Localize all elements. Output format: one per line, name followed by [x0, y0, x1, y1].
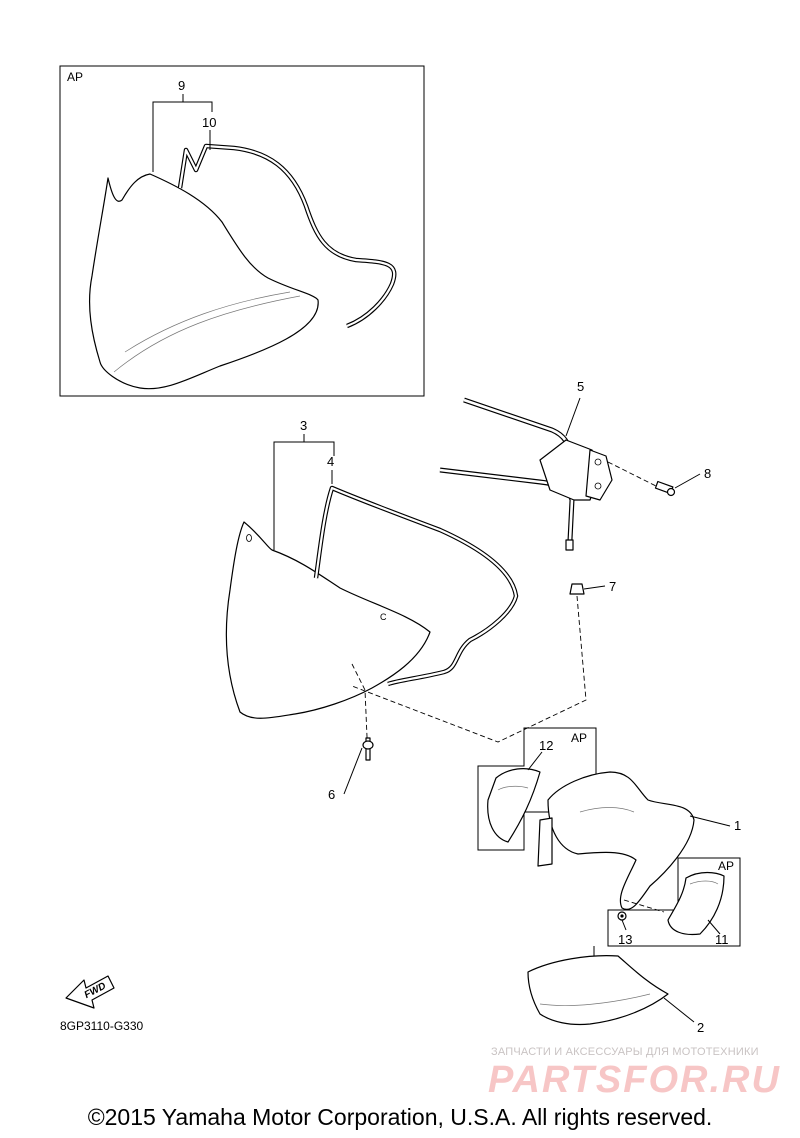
- cover-kit-box: AP 12: [477, 727, 597, 851]
- grommet-7: [569, 583, 585, 595]
- fwd-arrow: FWD: [65, 975, 115, 1009]
- part-mark-c: C: [380, 612, 387, 622]
- windshield-kit: [88, 173, 319, 390]
- callout-5: 5: [577, 379, 584, 394]
- bolt-8: [654, 480, 676, 497]
- fasteners: 7 6: [328, 579, 616, 802]
- screw-6: [362, 737, 374, 761]
- callout-3: 3: [300, 418, 307, 433]
- callout-13: 13: [618, 932, 632, 947]
- diagram-code: 8GP3110-G330: [60, 1019, 143, 1033]
- side-cover-kit-11: [667, 871, 725, 936]
- callout-11: 11: [715, 932, 729, 947]
- windshield-assembly: C 3 4: [225, 418, 519, 719]
- callout-4: 4: [327, 454, 334, 469]
- meter-cover-1: [547, 771, 695, 910]
- watermark-brand: PARTSFOR.RU: [488, 1059, 781, 1101]
- meter-bracket-assembly: 8 5: [439, 379, 711, 551]
- watermark-tagline: ЗАПЧАСТИ И АКСЕССУАРЫ ДЛЯ МОТОТЕХНИКИ: [491, 1046, 759, 1058]
- kit-box-label-3: AP: [718, 859, 734, 873]
- side-kit-box: AP 11 13: [607, 857, 741, 947]
- callout-9: 9: [178, 78, 185, 93]
- callout-8: 8: [704, 466, 711, 481]
- callout-6: 6: [328, 787, 335, 802]
- callout-1: 1: [734, 818, 741, 833]
- callout-2: 2: [697, 1020, 704, 1035]
- kit-box-label-2: AP: [571, 731, 587, 745]
- windshield: [225, 521, 431, 719]
- panel-2-group: 2: [527, 946, 704, 1035]
- meter-cover: 1: [537, 771, 741, 913]
- kit-box-label: AP: [67, 70, 83, 84]
- callout-7: 7: [609, 579, 616, 594]
- windshield-kit-box: AP 9 10: [59, 65, 425, 397]
- panel-2: [527, 955, 669, 1026]
- copyright-footer: ©2015 Yamaha Motor Corporation, U.S.A. A…: [88, 1104, 713, 1130]
- cover-kit-12: [487, 768, 541, 843]
- callout-10: 10: [202, 115, 216, 130]
- callout-12: 12: [539, 738, 553, 753]
